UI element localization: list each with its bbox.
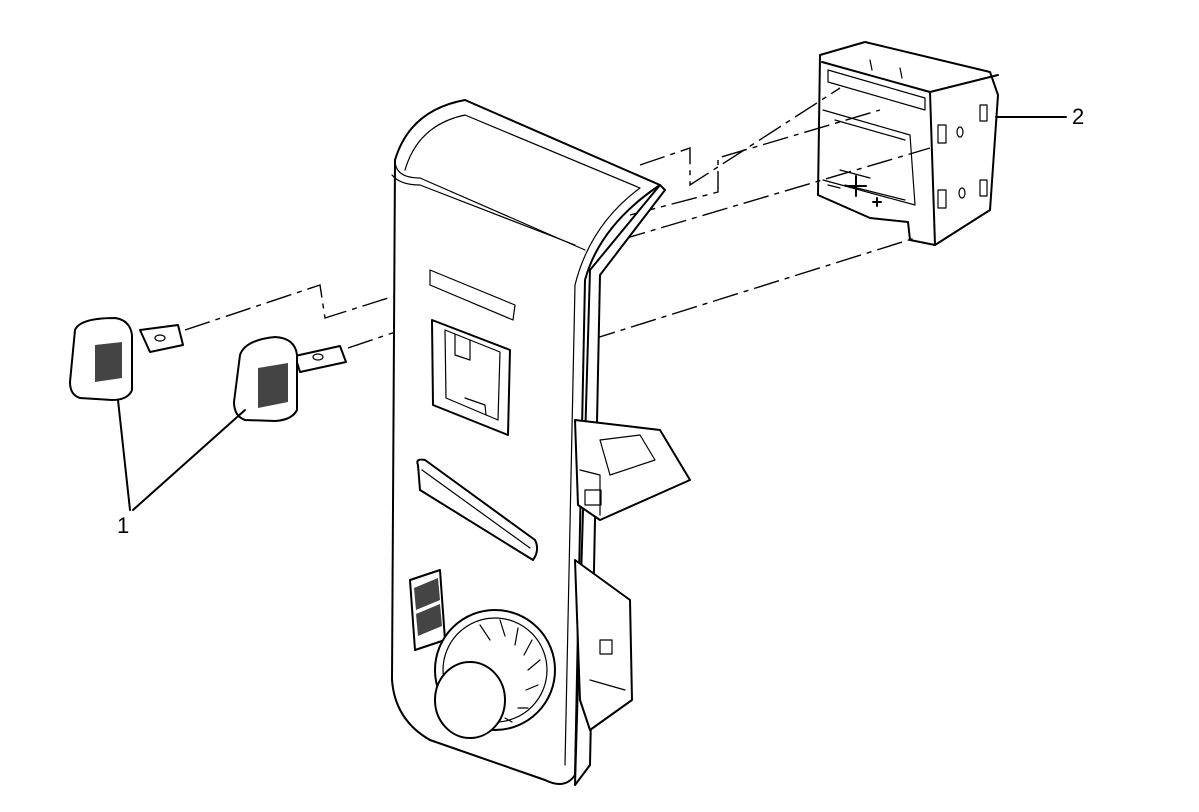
callout-label-1: 1 — [117, 513, 130, 538]
callout-1-leaders — [117, 399, 246, 511]
heated-seat-switch-knob-left — [69, 317, 184, 401]
bezel-panel — [391, 99, 691, 786]
callout-label-2: 2 — [1072, 104, 1085, 129]
alignment-lines — [184, 87, 931, 349]
rotary-knob — [434, 609, 556, 739]
switch-module — [817, 41, 999, 246]
heated-seat-switch-knob-right — [233, 336, 347, 422]
